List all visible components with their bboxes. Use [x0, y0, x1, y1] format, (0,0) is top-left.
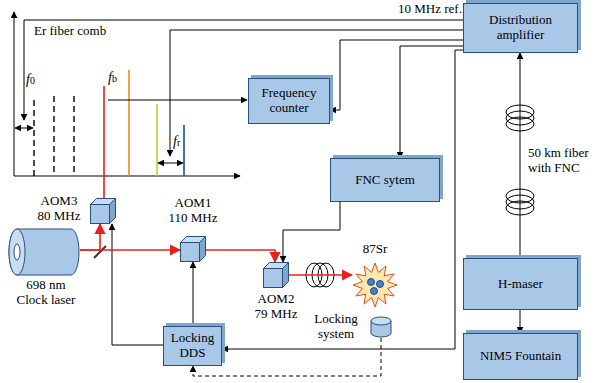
- comb-tooth: [53, 96, 54, 176]
- signal-line: [330, 40, 463, 110]
- signal-line: [193, 262, 194, 326]
- cube-shape: [90, 198, 116, 224]
- cylinder-shape: [5, 228, 80, 276]
- laser-beam: [206, 250, 275, 262]
- signal-line: [112, 224, 163, 345]
- star-shape: [352, 262, 398, 308]
- signal-line: [222, 50, 463, 349]
- aom-cube: AOM3 80 MHz: [90, 198, 116, 224]
- text-label: 10 MHz ref.: [398, 2, 462, 17]
- fnc-box: FNC sytem: [330, 158, 440, 202]
- atom-cloud: 87Sr: [352, 262, 398, 308]
- node-label: H-maser: [498, 277, 543, 292]
- text-label: Er fiber comb: [34, 24, 106, 39]
- laser-beam: [289, 274, 352, 276]
- laser-line: [103, 86, 105, 198]
- offset-span: [15, 128, 33, 129]
- ref-line: [170, 30, 463, 156]
- signal-line: [283, 202, 340, 262]
- symbol-label: fr: [173, 134, 180, 150]
- cube-shape: [263, 262, 289, 288]
- node-label: NIM5 Fountain: [480, 349, 561, 364]
- signal-line: [520, 310, 521, 333]
- node-label: 87Sr: [352, 242, 398, 257]
- dds-box: Locking DDS: [163, 326, 222, 366]
- node-label: 698 nm Clock laser: [13, 278, 79, 308]
- counter-box: Frequency counter: [248, 78, 330, 124]
- axis: [14, 176, 240, 177]
- comb-tooth: [33, 100, 34, 176]
- signal-line: [520, 53, 521, 258]
- comb-tooth: [128, 70, 130, 176]
- node-label: AOM1 110 MHz: [165, 196, 221, 226]
- comb-tooth: [73, 96, 74, 176]
- node-label: AOM2 79 MHz: [251, 292, 301, 322]
- cylinder-shape: [370, 316, 392, 338]
- laser-cylinder: 698 nm Clock laser: [5, 228, 80, 276]
- aom-cube: AOM2 79 MHz: [263, 262, 289, 288]
- aom-cube: AOM1 110 MHz: [180, 236, 206, 262]
- text-label: 50 km fiber with FNC: [528, 146, 598, 176]
- comb-tooth: [183, 125, 185, 176]
- cube-shape: [180, 236, 206, 262]
- signal-line: [400, 46, 463, 158]
- node-label: AOM3 80 MHz: [34, 194, 84, 224]
- symbol-label: f0: [26, 72, 35, 88]
- detector: Locking system: [370, 316, 392, 338]
- amplifier-box: Distribution amplifier: [463, 3, 578, 53]
- beat-line: [108, 100, 247, 101]
- node-label: Frequency counter: [252, 86, 326, 116]
- symbol-label: fb: [108, 70, 117, 86]
- maser-box: H-maser: [463, 258, 578, 310]
- comb-tooth: [156, 104, 158, 176]
- node-label: Locking DDS: [167, 331, 218, 361]
- rep-span: [158, 163, 183, 164]
- axis: [14, 12, 15, 176]
- node-label: Distribution amplifier: [467, 13, 574, 43]
- laser-beam: [80, 249, 180, 251]
- fountain-box: NIM5 Fountain: [463, 333, 578, 380]
- laser-beam: [80, 224, 100, 250]
- ref-line: [24, 20, 463, 120]
- node-label: FNC sytem: [355, 173, 415, 188]
- node-label: Locking system: [306, 312, 366, 342]
